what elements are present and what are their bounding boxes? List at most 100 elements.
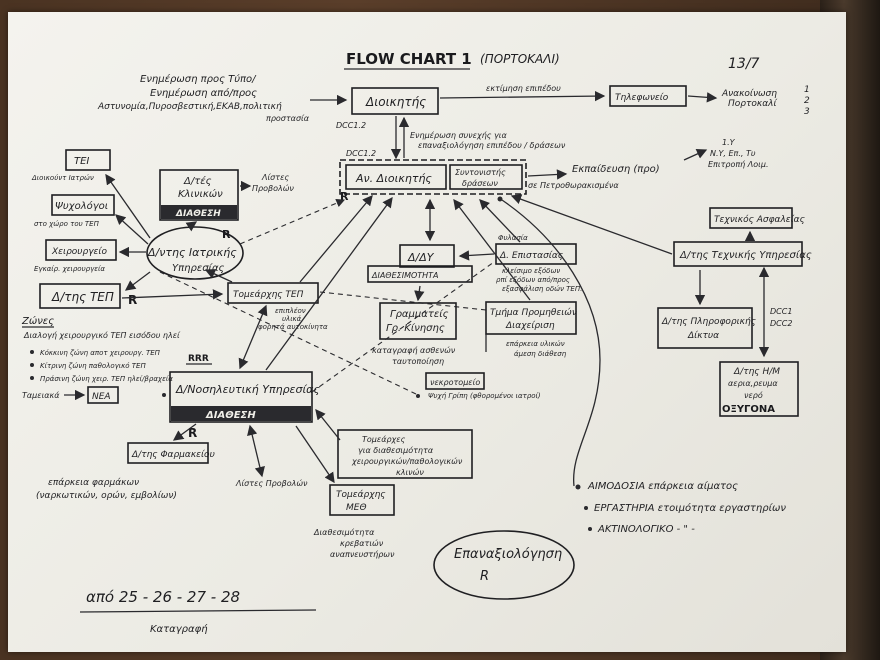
missing-dot: [416, 394, 420, 398]
nekrotomeio-box: [425, 372, 485, 390]
meth-line-2: ΜΕΘ: [346, 503, 367, 513]
bullet-1-dot: [575, 484, 581, 490]
zone-bullet-2: [30, 363, 34, 367]
paper-sheet: [8, 12, 846, 652]
bullet-3: ΑΚΤΙΝΟΛΟΓΙΚΟ - " -: [597, 524, 695, 535]
chart-subtitle: (ΠΟΡΤΟΚΑΛΙ): [480, 52, 560, 66]
tomearxes-4: κλινών: [396, 467, 424, 477]
security-box: [709, 207, 793, 229]
ensure-2: ρπί εξόδων από/προς: [496, 276, 570, 284]
tomearxes-2: για διαθεσιμότητα: [358, 445, 434, 455]
r-command: R: [340, 190, 349, 203]
zones-title: Ζώνες: [21, 315, 54, 327]
meth-note-2: κρεβατιών: [340, 538, 384, 548]
av-dioikitis-box: [345, 164, 447, 190]
ensure-1: κλείσιμο εξόδων: [502, 267, 560, 275]
hm-line-2: αερια,ρευμα: [728, 379, 778, 388]
reevaluation-ellipse: [433, 530, 575, 600]
d-tes-box: [159, 169, 239, 221]
register-2: ταυτοποίηση: [392, 357, 444, 366]
security-label: Τεχνικός Ασφαλείας: [714, 214, 805, 225]
tep-note-2: υλικά: [282, 315, 302, 323]
tomearxes-3: χειρουργικών/παθολογικών: [351, 456, 463, 466]
supply-note-2: άμεση διάθεση: [514, 350, 567, 358]
hm-line-1: Δ/της Η/Μ: [733, 367, 780, 377]
zone-bullet-1: [30, 350, 34, 354]
r-tep: R: [128, 293, 137, 307]
dashed-medical-command: [239, 198, 346, 245]
surgeon-box: [45, 239, 117, 261]
nursing-lists: Λίστες Προβολών: [235, 478, 308, 488]
arrow-nursing-lists: [247, 424, 265, 478]
dashed-nursing-epistasias: [311, 261, 495, 393]
dcc-r-1: DCC1: [770, 307, 792, 316]
meth-line-1: Τομεάρχης: [336, 490, 386, 500]
r-nursing: R: [188, 426, 197, 440]
arrow-supply-command: [453, 198, 531, 301]
dashed-tep-supply: [319, 291, 487, 311]
nursing-label: Δ/Νοσηλευτική Υπηρεσίας: [175, 383, 320, 396]
arrow-nursing-command: [265, 196, 393, 371]
reevaluation-label: Επαναξιολόγηση: [454, 547, 562, 562]
d-tes-diathesi: ΔΙΑΘΕΣΗ: [175, 209, 221, 219]
coordinator-line-1: Συντονιστής: [455, 168, 506, 177]
arrow-to-d-tes: [185, 221, 198, 232]
grammateis-line-2: Γρ. Κίνησης: [386, 322, 445, 334]
command-group: [339, 159, 527, 195]
bullet-1: ΑΙΜΟΔΟΣΙΑ επάρκεια αίματος: [587, 480, 738, 492]
psych-sub: στο χώρο του ΤΕΠ: [34, 220, 100, 228]
missing-label: Ψυχή Γρίπη (φθορομένοι ιατροί): [428, 392, 541, 400]
psych-box: [51, 194, 115, 216]
dioikitis-label: Διοικητής: [365, 95, 426, 109]
tep-note-3: φορητά αυτοκίνητα: [258, 323, 328, 331]
d-dy-label: Δ/ΔΥ: [407, 251, 435, 264]
nekrotomeio-label: νεκροτομείο: [430, 378, 480, 387]
notify-line-3: Αστυνομία,Πυροσβεστική,ΕΚΑΒ,πολιτική: [97, 102, 282, 112]
arrow-epistasias-command: [479, 199, 521, 243]
arrow-tep-tomearxis: [121, 289, 224, 300]
d-tes-line-2: Κλινικών: [178, 188, 223, 200]
meth-note-1: Διαθεσιμότητα: [313, 527, 375, 537]
tech-service-box: [673, 241, 803, 267]
dates-label: από 25 - 26 - 27 - 28: [86, 588, 240, 606]
update-line-1: Ενημέρωση συνεχής για: [410, 130, 507, 140]
curve-to-bullets: [501, 199, 601, 487]
tomearxes-box: [337, 429, 473, 479]
it-line-2: Δίκτυα: [687, 331, 719, 341]
arrow-nursing-meth: [295, 425, 335, 484]
nursing-diathesi-bar: [171, 406, 311, 421]
coordinator-box: [449, 164, 523, 190]
medical-service-line-1: Δ/ντης Ιατρικής: [147, 246, 237, 259]
hm-line-3: νερό: [744, 390, 763, 400]
notify-line-4: προστασία: [266, 114, 310, 123]
it-box: [657, 307, 753, 349]
katagrafi-label: Καταγραφή: [150, 623, 208, 635]
hm-box: [719, 361, 799, 417]
update-line-2: επαναξιολόγηση επιπέδου / δράσεων: [418, 140, 566, 150]
d-epistasias-box: [495, 243, 577, 265]
grammateis-line-1: Γραμματείς: [390, 308, 449, 320]
nursing-dot: [162, 393, 166, 397]
chart-title: FLOW CHART 1: [346, 50, 472, 68]
pharmacy-box: [127, 442, 209, 464]
lists-line-2: Προβολών: [252, 183, 294, 193]
zone-1: Κόκκινη ζώνη αποτ χειρουργ. ΤΕΠ: [40, 349, 161, 357]
tech-service-label: Δ/της Τεχνικής Υπηρεσίας: [679, 249, 812, 261]
nea-box: [87, 386, 119, 404]
arrow-evacuation: [527, 169, 568, 180]
dcc-left: DCC1.2: [336, 121, 366, 130]
tomearxis-tep-box: [227, 282, 319, 304]
supply-line-2: Διαχείριση: [505, 321, 555, 331]
pharmacy-label: Δ/της Φαρμακείου: [131, 450, 215, 460]
arrow-phone-announce: [687, 92, 718, 103]
supply-box: [485, 301, 577, 335]
arrow-right-list: [683, 149, 708, 161]
dcc-r-2: DCC2: [770, 319, 792, 328]
bullet-3-dot: [588, 527, 592, 531]
coordinator-line-2: δράσεων: [462, 179, 498, 188]
register-1: καταγραφή ασθενών: [372, 345, 456, 355]
arrow-nursing-tomearxis: [238, 304, 268, 370]
arrow-tomearxis-medical: [204, 269, 233, 283]
